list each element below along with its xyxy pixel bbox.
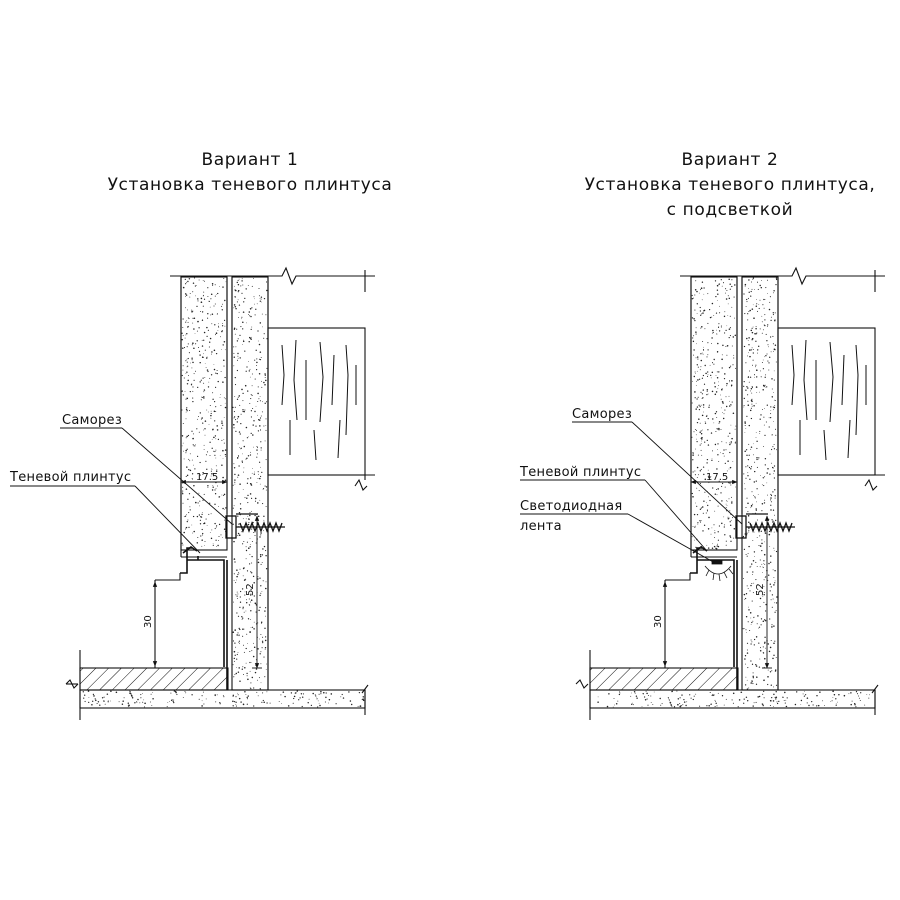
variant-2-title-line1: Вариант 2 bbox=[681, 150, 779, 170]
floor-covering bbox=[79, 667, 229, 691]
v2-dim-30: 30 bbox=[653, 615, 664, 628]
v2-dim-175: 17.5 bbox=[706, 472, 728, 483]
variant-1-title: Вариант 1 Установка теневого плинтуса bbox=[60, 148, 440, 198]
v1-dim-175: 17.5 bbox=[196, 472, 218, 483]
v2-dim-52: 52 bbox=[755, 583, 766, 596]
insulation-layer bbox=[690, 276, 738, 551]
v1-label-plinth: Теневой плинтус bbox=[9, 470, 131, 485]
variant-1-title-line1: Вариант 1 bbox=[201, 150, 299, 170]
v2-label-screw: Саморез bbox=[572, 407, 632, 422]
leader-plinth bbox=[520, 479, 708, 552]
break-line bbox=[680, 266, 885, 286]
variant-1-drawing bbox=[10, 266, 375, 720]
variant-2-drawing bbox=[520, 266, 885, 720]
v2-label-plinth: Теневой плинтус bbox=[519, 465, 641, 480]
base-step bbox=[665, 573, 691, 581]
led-strip-glow bbox=[704, 559, 734, 582]
v1-label-screw: Саморез bbox=[62, 413, 122, 428]
break-line bbox=[170, 266, 375, 286]
v2-label-led-1: Светодиодная bbox=[520, 499, 623, 514]
floor-slab bbox=[79, 689, 366, 709]
variant-2-title: Вариант 2 Установка теневого плинтуса, с… bbox=[540, 148, 900, 223]
screw bbox=[735, 513, 795, 539]
shadow-plinth-profile bbox=[180, 546, 228, 690]
wood-grain bbox=[791, 339, 867, 461]
leader-screw bbox=[572, 421, 743, 525]
floor-slab bbox=[589, 689, 876, 709]
v1-dim-30: 30 bbox=[143, 615, 154, 628]
leader-screw bbox=[60, 427, 233, 525]
leader-led bbox=[520, 513, 716, 564]
leader-plinth bbox=[10, 485, 201, 554]
floor-covering bbox=[589, 667, 739, 691]
wood-grain bbox=[281, 339, 357, 461]
dim-52-line bbox=[252, 515, 262, 669]
variant-2-title-line2: Установка теневого плинтуса, bbox=[584, 175, 876, 195]
variant-1-title-line2: Установка теневого плинтуса bbox=[107, 175, 393, 195]
screw bbox=[225, 513, 285, 539]
v1-dim-52: 52 bbox=[245, 583, 256, 596]
v2-label-led-2: лента bbox=[520, 519, 562, 534]
material-speckle-texture bbox=[82, 277, 871, 708]
base-step bbox=[155, 573, 181, 581]
variant-2-title-line3: с подсветкой bbox=[666, 200, 794, 220]
